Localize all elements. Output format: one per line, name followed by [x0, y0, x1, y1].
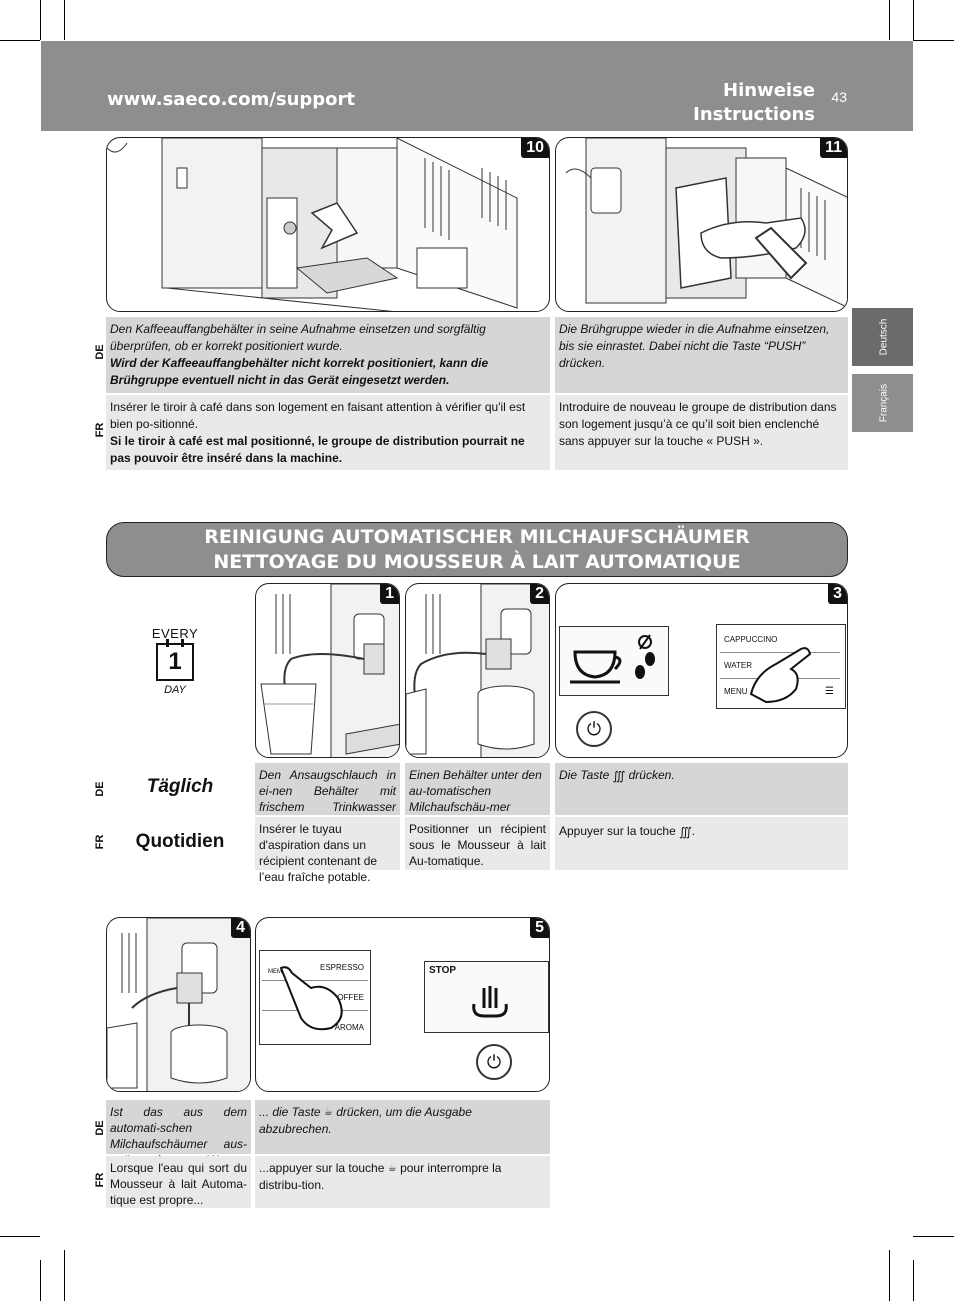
support-url[interactable]: www.saeco.com/support [107, 89, 356, 110]
crop-mark [64, 1250, 65, 1301]
crop-mark [913, 1260, 914, 1301]
page-title-fr: Instructions [693, 104, 815, 125]
step-10-text-de: Den Kaffeeauffangbehälter in seine Aufna… [106, 317, 550, 393]
calendar-page: 1 [156, 639, 194, 681]
memo-cup-key-icon: ☕ [387, 1162, 397, 1174]
step-number: 2 [530, 584, 549, 604]
memo-cup-key-icon: ☕ [323, 1106, 333, 1118]
frother-key-icon: ∭ [679, 824, 692, 839]
power-button[interactable]: ⏻ [576, 711, 612, 747]
side-tab-label: Français [878, 383, 890, 423]
step-11-text-fr: Introduire de nouveau le groupe de distr… [555, 395, 848, 470]
lang-label-de: DE [94, 781, 106, 797]
step-11-de-body: Die Brühgruppe wieder in die Aufnahme ei… [559, 322, 830, 370]
step-number: 4 [231, 918, 250, 938]
step-5-text-fr: ...appuyer sur la touche ☕ pour interrom… [255, 1156, 550, 1208]
espresso-button[interactable]: MEMO ESPRESSO [262, 955, 368, 981]
step-number: 1 [380, 584, 399, 604]
step-5-text-de: ... die Taste ☕ drücken, um die Ausgabe … [255, 1100, 550, 1154]
step-10-text-fr: Insérer le tiroir à café dans son logeme… [106, 395, 550, 470]
stop-label: STOP [429, 965, 457, 976]
page-title-de: Hinweise [723, 80, 815, 101]
espresso-button-label: ESPRESSO [319, 963, 364, 972]
page-title: Hinweise Instructions [693, 79, 815, 127]
menu-button[interactable]: MENU ☰ [720, 683, 840, 705]
calendar-bottom-label: DAY [164, 684, 186, 696]
calendar-icon: EVERY 1 DAY [145, 626, 205, 706]
control-display: STOP [424, 961, 549, 1033]
side-tab-francais[interactable]: Français [852, 374, 913, 432]
frequency-de: Täglich [146, 776, 214, 797]
page-header: www.saeco.com/support Hinweise Instructi… [41, 41, 913, 131]
control-display [559, 626, 669, 696]
side-tab-label: Deutsch [878, 318, 890, 356]
crop-mark [64, 0, 65, 40]
step-2-illustration: 2 [405, 583, 550, 758]
step-4-text-de: Ist das aus dem automati-schen Milchaufs… [106, 1100, 251, 1183]
crop-mark [889, 0, 890, 40]
step-11-fr-body: Introduire de nouveau le groupe de distr… [559, 400, 837, 448]
cappuccino-button[interactable]: CAPPUCCINO [720, 631, 840, 653]
step-2-text-de: Einen Behälter unter den au-tomatischen … [405, 763, 550, 830]
water-button-label: WATER [724, 661, 752, 670]
step-10-fr-warning: Si le tiroir à café est mal positionné, … [110, 434, 525, 465]
memo-label: MEMO [268, 969, 287, 975]
step-1-text-de: Den Ansaugschlauch in ei-nen Behälter mi… [255, 763, 400, 830]
calendar-top-label: EVERY [151, 626, 199, 641]
coffee-button-label: COFFEE [331, 993, 364, 1002]
side-tab-deutsch[interactable]: Deutsch [852, 308, 913, 366]
step-1-text-fr: Insérer le tuyau d'aspiration dans un ré… [255, 817, 400, 884]
step-4-illustration: 4 [106, 917, 251, 1092]
container-under-frother-illustration [406, 584, 549, 757]
crop-mark [913, 0, 914, 40]
menu-list-icon: ☰ [825, 686, 834, 697]
coffee-cup-icon [570, 634, 655, 684]
step-4-text-fr: Lorsque l'eau qui sort du Mousseur à lai… [106, 1156, 251, 1208]
power-button[interactable]: ⏻ [476, 1044, 512, 1080]
calendar-day-number: 1 [168, 648, 182, 675]
aroma-button-label: AROMA [334, 1023, 364, 1032]
frequency-fr: Quotidien [135, 831, 225, 852]
section-title: REINIGUNG AUTOMATISCHER MILCHAUFSCHÄUMER… [106, 522, 848, 577]
suction-tube-in-water-illustration [260, 584, 399, 757]
crop-mark [889, 1250, 890, 1301]
hand-pressing-icon [279, 966, 343, 1031]
section-title-fr: NETTOYAGE DU MOUSSEUR À LAIT AUTOMATIQUE [213, 551, 741, 573]
crop-mark [40, 1260, 41, 1301]
water-flowing-into-container-illustration [107, 918, 250, 1091]
crop-mark [0, 1236, 40, 1237]
crop-mark [40, 0, 41, 40]
coffee-machine-drip-tray-illustration [107, 138, 518, 311]
step-number: 3 [828, 584, 847, 604]
page-number: 43 [831, 89, 847, 105]
step-3-illustration: CAPPUCCINO WATER MENU ☰ ⏻ 3 [555, 583, 848, 758]
crop-mark [913, 40, 954, 41]
step-3-text-de: Die Taste ∭ drücken. [555, 763, 848, 815]
step-10-de-body: Den Kaffeeauffangbehälter in seine Aufna… [110, 322, 486, 353]
crop-mark [913, 1236, 954, 1237]
step-10-de-warning: Wird der Kaffeeauffangbehälter nicht kor… [110, 356, 489, 387]
step-2-text-fr: Positionner un récipient sous le Mousseu… [405, 817, 550, 870]
cappuccino-button-label: CAPPUCCINO [724, 635, 778, 644]
step-11-text-de: Die Brühgruppe wieder in die Aufnahme ei… [555, 317, 848, 393]
step-3-text-fr: Appuyer sur la touche ∭. [555, 817, 848, 870]
step-number: 11 [820, 138, 847, 158]
hand-pressing-icon [749, 647, 812, 704]
step-11-illustration: 11 [555, 137, 848, 312]
step-10-illustration: 10 [106, 137, 550, 312]
step-5-illustration: MEMO ESPRESSO COFFEE AROMA STOP ⏻ 5 [255, 917, 550, 1092]
step-1-illustration: 1 [255, 583, 400, 758]
frother-key-icon: ∭ [612, 768, 626, 783]
lang-label-fr: FR [94, 834, 106, 850]
section-title-de: REINIGUNG AUTOMATISCHER MILCHAUFSCHÄUMER [204, 526, 750, 548]
frother-steam-icon [472, 986, 508, 1018]
step-10-fr-body: Insérer le tiroir à café dans son logeme… [110, 400, 526, 431]
step-number: 5 [530, 918, 549, 938]
brew-group-insertion-illustration [565, 138, 847, 308]
aroma-button[interactable]: AROMA [262, 1015, 368, 1041]
step-number: 10 [521, 138, 549, 158]
crop-mark [0, 40, 40, 41]
menu-button-label: MENU [724, 687, 748, 696]
